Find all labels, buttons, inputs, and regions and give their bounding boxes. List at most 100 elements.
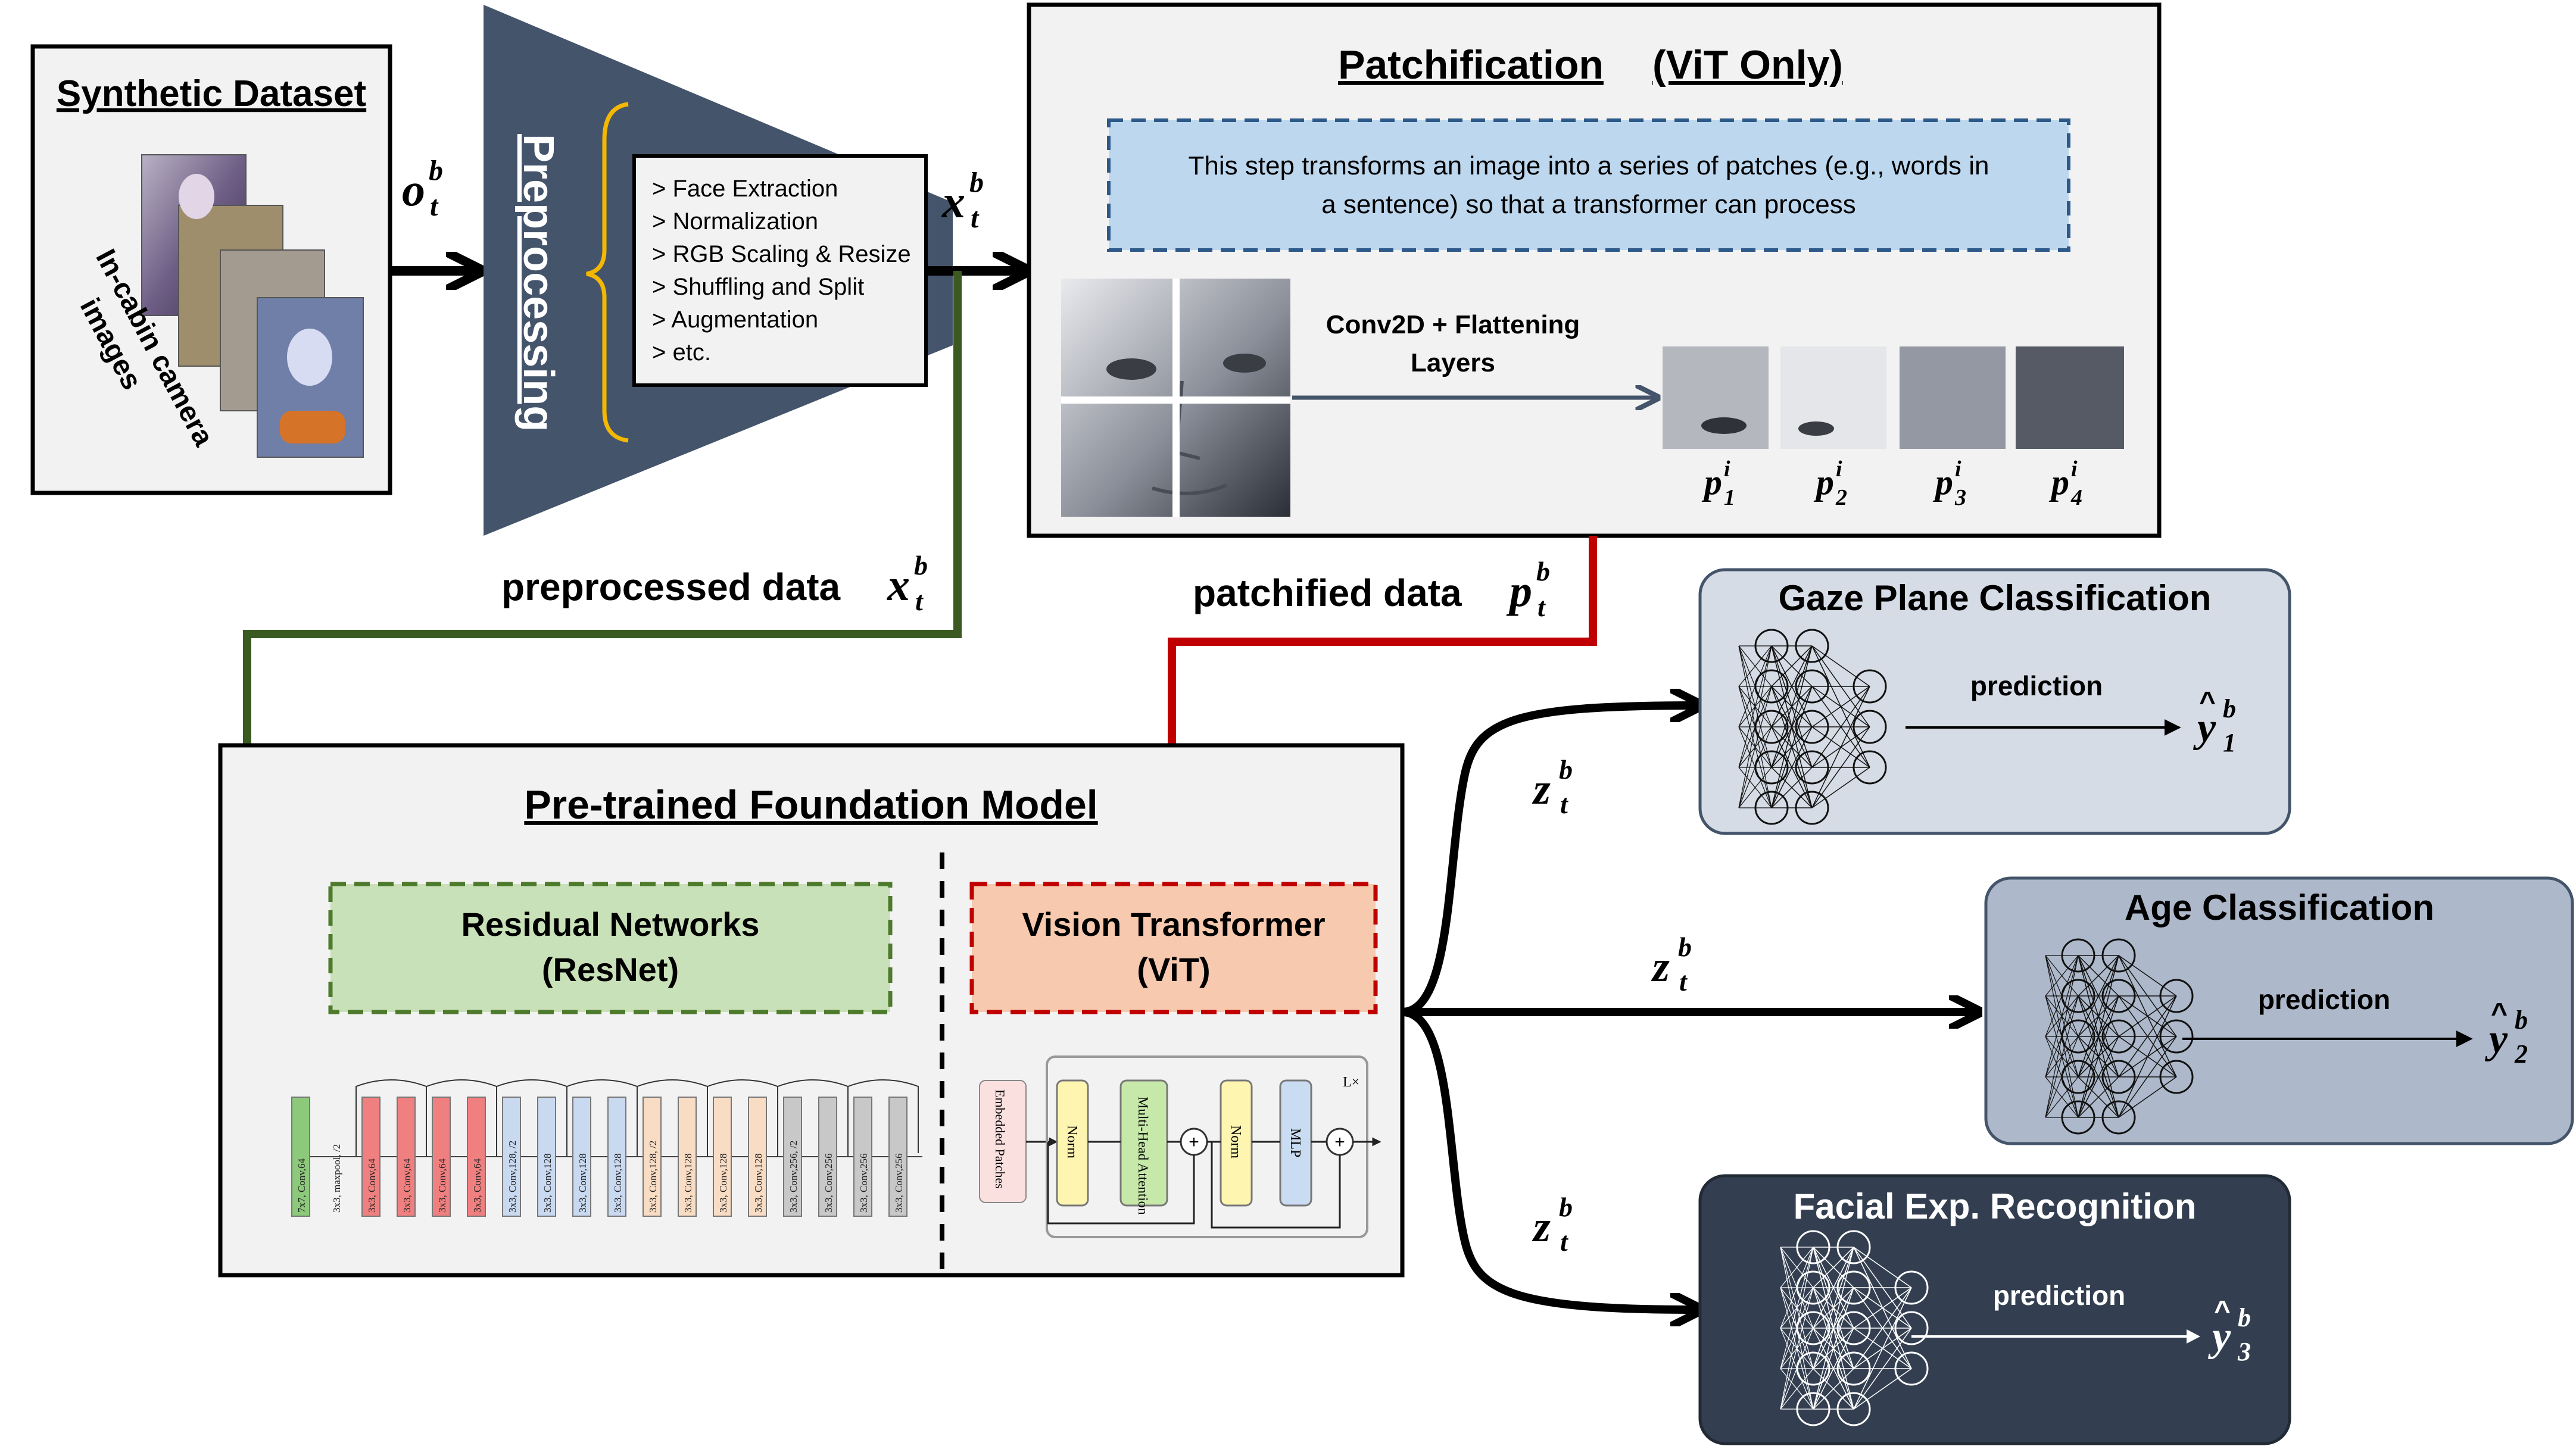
head-expression-network xyxy=(1780,1230,1929,1426)
network-edge xyxy=(1813,1287,1854,1410)
network-edge xyxy=(2078,1076,2119,1118)
network-node xyxy=(1836,1270,1871,1305)
network-node xyxy=(1796,1311,1830,1345)
head-expression-arrowhead xyxy=(2187,1329,2200,1344)
resnet-layer-block xyxy=(291,1097,310,1217)
resnet-layer-block xyxy=(818,1097,837,1217)
network-node xyxy=(2101,1100,2136,1135)
network-node xyxy=(2061,1060,2095,1094)
resnet-title-line1: Residual Networks xyxy=(461,905,759,943)
head-age-network xyxy=(2045,938,2194,1135)
z-label-1-symbol: z xyxy=(1532,765,1551,814)
preprocessed-data-subscript: t xyxy=(915,586,924,616)
head-age-output-superscript: b xyxy=(2515,1005,2528,1035)
resnet-layer-label: 3x3, Conv,128 xyxy=(682,1154,694,1213)
patch-tile-3 xyxy=(1900,346,2006,449)
network-node xyxy=(2159,979,2194,1013)
patchification-subtitle: (ViT Only) xyxy=(1652,42,1843,88)
vit-norm-2-label: Norm xyxy=(1228,1125,1243,1158)
conv-label-line2: Layers xyxy=(1411,348,1495,377)
resnet-layer-label: 3x3, Conv,64 xyxy=(436,1158,448,1213)
network-node xyxy=(1853,750,1887,785)
patch-2-superscript: i xyxy=(1836,457,1842,482)
vit-title-line2: (ViT) xyxy=(1137,951,1210,988)
preprocessing-title: Preprocessing xyxy=(514,134,562,432)
patchified-data-superscript: b xyxy=(1536,556,1550,586)
network-node xyxy=(1836,1351,1871,1386)
observation-superscript: b xyxy=(429,155,443,186)
preprocessed-superscript: b xyxy=(969,167,984,198)
resnet-skip-connection xyxy=(355,1079,427,1157)
network-edge xyxy=(2078,955,2119,1037)
z-label-1-superscript: b xyxy=(1559,754,1573,785)
network-node xyxy=(1754,791,1789,825)
network-node xyxy=(2101,938,2136,973)
network-input-edge xyxy=(1780,1247,1814,1369)
preprocessed-subscript: t xyxy=(971,202,980,234)
preprocessed-label: x b t xyxy=(941,167,984,234)
network-node xyxy=(1754,629,1789,663)
head-gaze-prediction-label: prediction xyxy=(1970,670,2103,701)
z-label-2-symbol: z xyxy=(1651,942,1670,991)
resnet-skip-connection xyxy=(707,1079,778,1157)
resnet-layer-label: 3x3, Conv,256 xyxy=(893,1154,905,1213)
network-node xyxy=(2101,1019,2136,1054)
network-input-edge xyxy=(1780,1247,1814,1288)
face-eye-left xyxy=(1106,358,1156,380)
vit-architecture-diagram: Embedded Patches L× Norm Multi-Head Atte… xyxy=(979,1055,1381,1238)
network-edge xyxy=(1771,645,1813,687)
patch-tile-1 xyxy=(1663,346,1769,449)
z-label-3-subscript: t xyxy=(1560,1226,1568,1257)
resnet-layer-label: 3x3, Conv,64 xyxy=(366,1158,378,1213)
resnet-layer-label: 7x7, Conv,64 xyxy=(296,1158,307,1213)
resnet-box xyxy=(328,882,893,1014)
patch-4-superscript: i xyxy=(2071,457,2078,482)
z-label-3-symbol: z xyxy=(1532,1203,1551,1251)
vit-attention-label: Multi-Head Attention xyxy=(1136,1097,1150,1215)
resnet-layer-block xyxy=(678,1097,697,1217)
network-edge xyxy=(1771,645,1813,808)
network-node xyxy=(2061,1100,2095,1135)
preprocessed-data-text: preprocessed data xyxy=(501,566,841,608)
network-node xyxy=(1796,1351,1830,1386)
embedded-patches-label: Embedded Patches xyxy=(993,1089,1008,1189)
preprocessing-brace xyxy=(586,102,629,443)
network-node xyxy=(2061,938,2095,973)
patch-2-subscript: 2 xyxy=(1835,485,1847,510)
head-gaze-output-subscript: 1 xyxy=(2223,728,2236,757)
network-node xyxy=(1795,791,1829,825)
foundation-model-title: Pre-trained Foundation Model xyxy=(524,782,1097,827)
network-edge xyxy=(1813,1247,1854,1288)
patchification-title: Patchification xyxy=(1338,42,1604,88)
network-edge xyxy=(2118,955,2177,997)
synthetic-dataset-panel: Synthetic Dataset In-cabin camera images xyxy=(30,44,392,495)
network-node xyxy=(1754,710,1789,744)
network-edge xyxy=(1771,645,1813,768)
resnet-layer-block xyxy=(361,1097,381,1217)
patch-tile-1-eye xyxy=(1701,417,1747,434)
network-edge xyxy=(1813,1247,1854,1369)
branch-expression-arrow xyxy=(1402,1008,1697,1310)
head-age-prediction-label: prediction xyxy=(2258,984,2390,1015)
network-node xyxy=(1795,710,1829,744)
resnet-layer-label: 3x3, Conv,128 xyxy=(718,1154,729,1213)
patchification-description-line2: a sentence) so that a transformer can pr… xyxy=(1321,190,1856,219)
resnet-skip-connection xyxy=(847,1079,919,1157)
network-edge xyxy=(2078,1036,2119,1118)
network-node xyxy=(1894,1351,1929,1386)
patch-1-superscript: i xyxy=(1724,457,1730,482)
network-edge xyxy=(1853,1247,1912,1288)
preprocessing-step-3: > RGB Scaling & Resize xyxy=(652,241,911,267)
network-node xyxy=(2061,979,2095,1013)
face-mouth xyxy=(1152,483,1228,495)
head-expression-output-superscript: b xyxy=(2238,1303,2251,1332)
head-expression-box xyxy=(1698,1174,2291,1445)
network-node xyxy=(1796,1270,1830,1305)
head-expression-title: Facial Exp. Recognition xyxy=(1794,1186,2197,1226)
network-node xyxy=(1894,1270,1929,1305)
network-edge xyxy=(1853,1368,1912,1410)
resnet-skip-connection xyxy=(637,1079,708,1157)
vit-skip-1 xyxy=(1047,1142,1195,1225)
network-node xyxy=(1894,1311,1929,1345)
